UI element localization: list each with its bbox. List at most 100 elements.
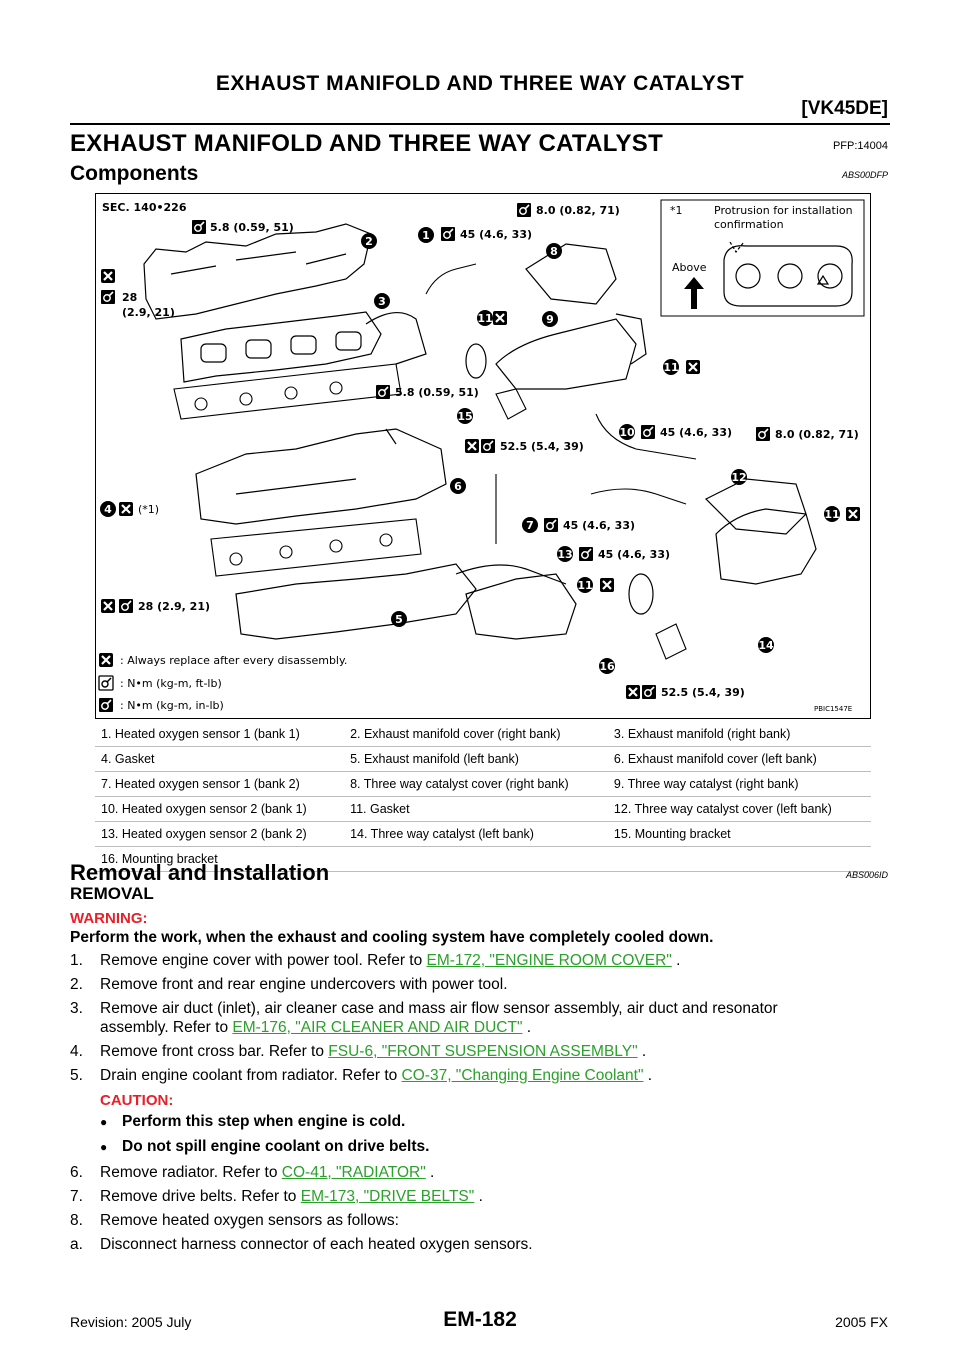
torque-left-28b: (2.9, 21) (122, 306, 175, 319)
removal-code: ABS006ID (845, 870, 888, 880)
torque-mid: 5.8 (0.59, 51) (395, 386, 479, 399)
callout-8: 8 (546, 243, 562, 259)
section-title: EXHAUST MANIFOLD AND THREE WAY CATALYST (70, 130, 664, 157)
torque-sensor-1: 45 (4.6, 33) (460, 228, 532, 241)
three-way-catalyst-left (465, 508, 817, 640)
manifold-cover-right (143, 223, 372, 320)
bullet-icon: ● (100, 1115, 108, 1129)
replace-icon (99, 597, 117, 615)
table-cell: 10. Heated oxygen sensor 2 (bank 1) (95, 796, 345, 822)
legend-inlb: : N•m (kg-m, in-lb) (120, 699, 224, 712)
torque-ftlb-icon (98, 675, 114, 691)
table-cell: 5. Exhaust manifold (left bank) (344, 746, 608, 772)
torque-icon (118, 598, 134, 614)
warning-label: WARNING: (70, 910, 148, 927)
svg-text:5: 5 (395, 613, 403, 626)
replace-icon (463, 437, 481, 455)
table-cell: 6. Exhaust manifold cover (left bank) (607, 746, 871, 772)
inset-text-2: confirmation (714, 218, 784, 231)
replace-icon (99, 267, 117, 285)
exploded-diagram: *1 Protrusion for installation confirmat… (95, 193, 871, 719)
svg-text:12: 12 (731, 471, 746, 484)
engine-code: [VK45DE] (801, 98, 888, 119)
torque-bottom-28: 28 (2.9, 21) (138, 600, 210, 613)
table-cell (344, 846, 608, 872)
caution-item-2: ●Do not spill engine coolant on drive be… (100, 1138, 430, 1155)
gasket-lower (210, 518, 422, 577)
torque-sensor-10: 45 (4.6, 33) (660, 426, 732, 439)
svg-text:3: 3 (378, 295, 386, 308)
pfp-code: PFP:14004 (832, 140, 888, 152)
torque-icon (641, 684, 657, 700)
table-cell: 1. Heated oxygen sensor 1 (bank 1) (95, 722, 345, 747)
link-em-172[interactable]: EM-172, "ENGINE ROOM COVER" (426, 952, 672, 969)
callout-11d: 11 (577, 577, 593, 593)
table-cell: 8. Three way catalyst cover (right bank) (344, 771, 608, 797)
torque-sensor-7: 45 (4.6, 33) (563, 519, 635, 532)
diagram-legend: : Always replace after every disassembly… (97, 651, 347, 713)
figure-id: PBIC1547E (814, 705, 852, 713)
table-cell (607, 846, 871, 872)
table-row: 10. Heated oxygen sensor 2 (bank 1) 11. … (95, 796, 871, 822)
callout-2: 2 (361, 233, 377, 249)
step-8: 8.Remove heated oxygen sensors as follow… (70, 1212, 399, 1229)
catalyst-cover-left (704, 478, 807, 535)
callout-10: 10 (619, 424, 635, 440)
manifold-cover-left (195, 428, 447, 525)
torque-icon (516, 202, 532, 218)
torque-icon (100, 289, 116, 305)
table-row: 13. Heated oxygen sensor 2 (bank 2) 14. … (95, 821, 871, 847)
torque-top-mid: 8.0 (0.82, 71) (536, 204, 620, 217)
footer-model: 2005 FX (835, 1314, 888, 1330)
callout-9: 9 (542, 311, 558, 327)
callout-5: 5 (391, 611, 407, 627)
link-fsu-6[interactable]: FSU-6, "FRONT SUSPENSION ASSEMBLY" (328, 1043, 638, 1060)
step-a: a.Disconnect harness connector of each h… (70, 1236, 533, 1253)
svg-text:8: 8 (550, 245, 558, 258)
link-em-176[interactable]: EM-176, "AIR CLEANER AND AIR DUCT" (232, 1019, 523, 1036)
callout-4: 4 (100, 501, 116, 517)
page-number: EM-182 (443, 1308, 517, 1331)
callouts: 1 2 3 4 5 6 7 8 9 10 11 11 11 11 12 13 1… (100, 227, 840, 674)
running-header-title: EXHAUST MANIFOLD AND THREE WAY CATALYST (215, 72, 745, 95)
torque-inlb-icon (98, 697, 114, 713)
gasket-inset-shape (723, 241, 853, 307)
svg-text:11: 11 (824, 508, 839, 521)
step-6: 6.Remove radiator. Refer to CO-41, "RADI… (70, 1164, 435, 1181)
sec-number: SEC. 140•226 (102, 201, 187, 214)
inset-note: *1 (670, 204, 683, 217)
link-co-41[interactable]: CO-41, "RADIATOR" (281, 1164, 426, 1181)
step-4: 4.Remove front cross bar. Refer to FSU-6… (70, 1043, 647, 1060)
callout-1: 1 (418, 227, 434, 243)
table-row: 1. Heated oxygen sensor 1 (bank 1) 2. Ex… (95, 722, 871, 747)
components-heading: Components (70, 162, 199, 185)
step-7: 7.Remove drive belts. Refer to EM-173, "… (70, 1188, 483, 1205)
three-way-catalyst-right (465, 313, 647, 390)
arrow-up-icon (684, 277, 704, 309)
torque-icon (440, 226, 456, 242)
svg-text:6: 6 (454, 480, 462, 493)
sensor-wires (425, 263, 697, 544)
gasket-upper (173, 363, 402, 420)
legend-replace: : Always replace after every disassembly… (120, 654, 347, 667)
footer-revision: Revision: 2005 July (70, 1314, 192, 1330)
warning-text: Perform the work, when the exhaust and c… (70, 929, 714, 946)
link-em-173[interactable]: EM-173, "DRIVE BELTS" (300, 1188, 475, 1205)
torque-icon (755, 426, 771, 442)
step-2: 2.Remove front and rear engine undercove… (70, 976, 508, 993)
replace-icon (844, 505, 862, 523)
torque-icon (578, 546, 594, 562)
torque-icon (480, 438, 496, 454)
callout-11b: 11 (663, 359, 679, 375)
table-cell: 13. Heated oxygen sensor 2 (bank 2) (95, 821, 345, 847)
table-cell: 15. Mounting bracket (607, 821, 871, 847)
torque-right-8: 8.0 (0.82, 71) (775, 428, 859, 441)
link-co-37[interactable]: CO-37, "Changing Engine Coolant" (401, 1067, 644, 1084)
svg-text:16: 16 (599, 660, 615, 673)
exhaust-manifold-left (235, 563, 567, 640)
svg-text:11: 11 (477, 312, 492, 325)
catalyst-cover-right (525, 243, 617, 305)
torque-icon (543, 517, 559, 533)
replace-icon (117, 500, 135, 518)
table-cell: 12. Three way catalyst cover (left bank) (607, 796, 871, 822)
